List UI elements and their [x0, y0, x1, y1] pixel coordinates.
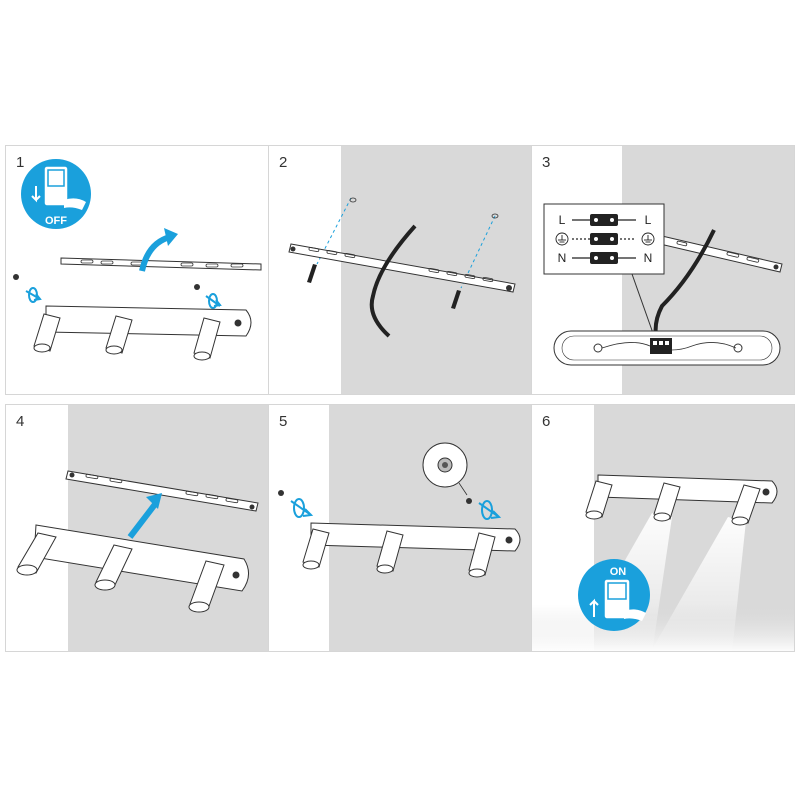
spotlight-fixture	[585, 474, 778, 526]
screw-icon	[278, 490, 284, 496]
spot-head	[302, 528, 330, 570]
terminal-block-detail: L L N N	[543, 203, 665, 337]
arrow-head-icon	[146, 493, 162, 509]
mains-cable	[369, 224, 417, 338]
step-2-panel: 2	[268, 145, 532, 395]
step-6-number: 6	[542, 413, 551, 430]
step-4-number: 4	[16, 413, 25, 430]
earth-icon	[555, 232, 569, 246]
spotlight-fixture	[33, 305, 252, 361]
spot-head	[468, 532, 496, 578]
screw-icon	[466, 498, 472, 504]
tighten-arrow-icon	[290, 498, 314, 518]
tighten-arrow-icon	[478, 500, 502, 520]
off-label: OFF	[45, 215, 67, 227]
power-switch-on-icon: ON	[578, 559, 650, 631]
unscrew-arrow-icon	[205, 293, 222, 309]
spot-head	[585, 480, 613, 520]
earth-icon	[641, 232, 655, 246]
screw-icon	[194, 284, 200, 290]
mains-cable	[653, 229, 716, 337]
spot-head	[188, 560, 225, 613]
arrow-head-icon	[164, 228, 178, 246]
step-1-panel: 1 OFF	[5, 145, 269, 395]
neutral-label-left: N	[558, 251, 567, 265]
live-label-left: L	[559, 213, 566, 227]
wall-plug-icon	[307, 264, 317, 283]
step-1-illustration: OFF	[13, 159, 262, 361]
spot-head	[94, 544, 133, 591]
wall-plug-icon	[451, 290, 461, 309]
step-5-illustration	[278, 442, 521, 578]
spot-head	[33, 313, 61, 353]
step-1-number: 1	[16, 154, 25, 171]
step-5-panel: 5	[268, 404, 532, 652]
canopy-plate	[553, 330, 781, 366]
on-label: ON	[610, 566, 627, 578]
floor-glow	[532, 605, 794, 651]
step-3-panel: 3 L L N N	[531, 145, 795, 395]
live-label-right: L	[645, 213, 652, 227]
step-2-illustration	[288, 197, 516, 338]
step-2-number: 2	[279, 154, 288, 171]
neutral-label-right: N	[644, 251, 653, 265]
spot-head	[731, 484, 761, 526]
step-6-illustration: ON	[532, 474, 794, 651]
unscrew-arrow-icon	[25, 287, 42, 303]
mounting-bracket	[65, 470, 259, 512]
spotlight-fixture	[16, 524, 249, 613]
push-arrow-icon	[127, 501, 159, 539]
mounting-bracket	[659, 235, 783, 273]
step-6-panel: 6	[531, 404, 795, 652]
power-switch-off-icon: OFF	[21, 159, 91, 229]
spot-head	[193, 317, 221, 361]
spot-head	[16, 532, 57, 576]
drill-hole-icon	[349, 197, 357, 203]
step-3-number: 3	[542, 154, 551, 171]
step-5-number: 5	[279, 413, 288, 430]
step-4-panel: 4	[5, 404, 269, 652]
drill-hole-icon	[491, 213, 499, 219]
spot-head	[105, 315, 133, 355]
mounting-bracket	[60, 257, 262, 271]
spot-head	[653, 482, 681, 522]
step-3-illustration: L L N N	[543, 203, 783, 366]
wall-surface	[68, 405, 268, 651]
mounting-bracket	[288, 243, 516, 293]
spotlight-fixture	[302, 522, 521, 578]
screw-icon	[13, 274, 19, 280]
step-4-illustration	[16, 470, 259, 613]
screw-detail-zoom	[422, 442, 468, 496]
spot-head	[376, 530, 404, 574]
